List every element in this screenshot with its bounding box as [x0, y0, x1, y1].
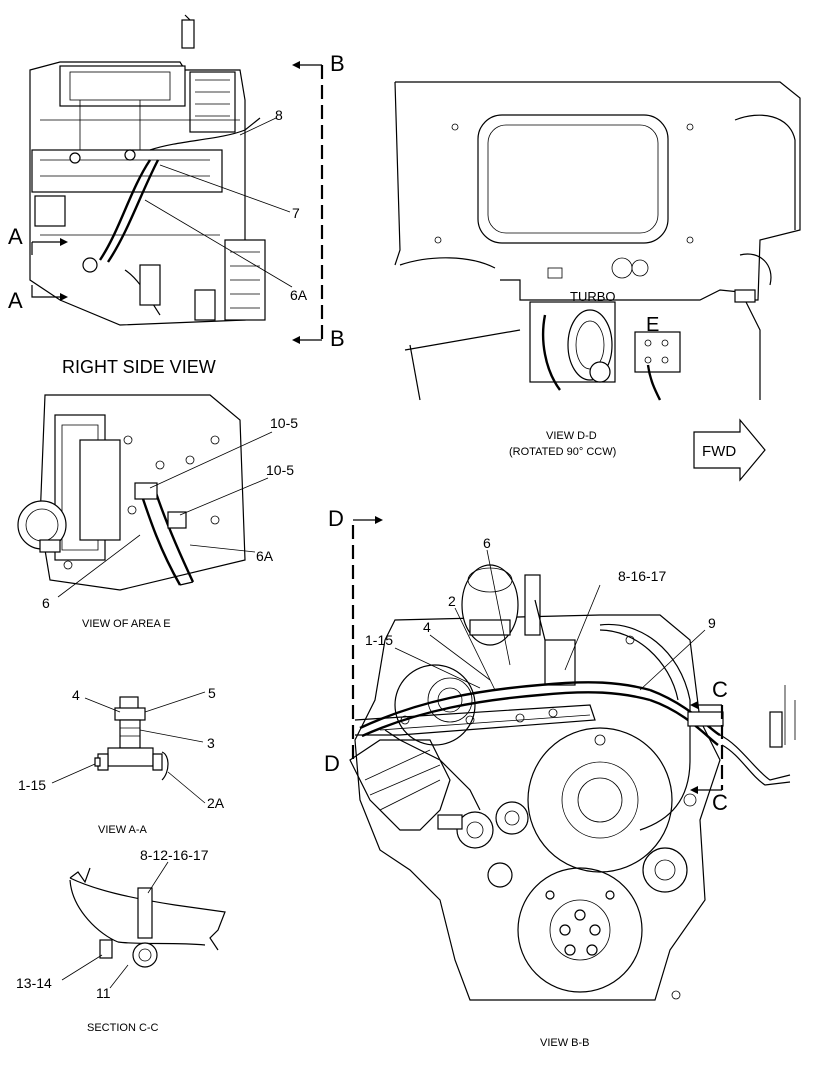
callout-right-7: 7 [292, 205, 300, 221]
callout-bb-2: 2 [448, 593, 456, 609]
marker-d-top: D [328, 506, 344, 531]
marker-c-bottom: C [712, 790, 728, 815]
callout-cc-11: 11 [96, 985, 111, 1001]
callout-bb-1-15: 1-15 [365, 632, 393, 648]
callout-bb-8-16-17: 8-16-17 [618, 568, 666, 584]
marker-b-bottom: B [330, 326, 345, 351]
marker-e-area: E [646, 314, 659, 336]
callout-area-e-10-5-b: 10-5 [266, 462, 294, 478]
callout-bb-4: 4 [423, 619, 431, 635]
marker-c-top: C [712, 677, 728, 702]
callout-cc-13-14: 13-14 [16, 975, 52, 991]
section-cc-drawing [61, 861, 226, 989]
right-side-view-drawing [29, 14, 324, 344]
view-aa-drawing [51, 691, 206, 804]
callout-aa-2a: 2A [207, 795, 225, 811]
callout-area-e-6a: 6A [256, 548, 274, 564]
area-e-title: VIEW OF AREA E [82, 618, 171, 630]
callout-aa-3: 3 [207, 735, 215, 751]
section-cc-title: SECTION C-C [87, 1022, 159, 1034]
view-dd-drawing [394, 81, 801, 401]
turbo-label: TURBO [570, 289, 616, 304]
callout-area-e-10-5-a: 10-5 [270, 415, 298, 431]
callout-cc-8-12-16-17: 8-12-16-17 [140, 847, 209, 863]
callout-right-6a: 6A [290, 287, 308, 303]
view-bb-title: VIEW B-B [540, 1037, 590, 1049]
fwd-label: FWD [702, 443, 736, 460]
marker-b-top: B [330, 51, 345, 76]
view-dd-subtitle: (ROTATED 90° CCW) [509, 446, 616, 458]
view-aa-title: VIEW A-A [98, 824, 148, 836]
area-e-drawing [17, 394, 273, 598]
labels: B B A A E D D C C 8 7 6A RIGHT SIDE VIEW… [8, 51, 736, 1049]
callout-right-8: 8 [275, 107, 283, 123]
callout-bb-6: 6 [483, 535, 491, 551]
marker-a-top: A [8, 224, 23, 249]
callout-aa-5: 5 [208, 685, 216, 701]
right-side-view-title: RIGHT SIDE VIEW [62, 357, 216, 377]
callout-bb-9: 9 [708, 615, 716, 631]
callout-area-e-6: 6 [42, 595, 50, 611]
view-bb-drawing [349, 516, 796, 1001]
marker-a-bottom: A [8, 288, 23, 313]
callout-aa-1-15: 1-15 [18, 777, 46, 793]
view-dd-title: VIEW D-D [546, 430, 597, 442]
callout-aa-4: 4 [72, 687, 80, 703]
fwd-arrow [693, 418, 766, 482]
marker-d-bottom: D [324, 751, 340, 776]
